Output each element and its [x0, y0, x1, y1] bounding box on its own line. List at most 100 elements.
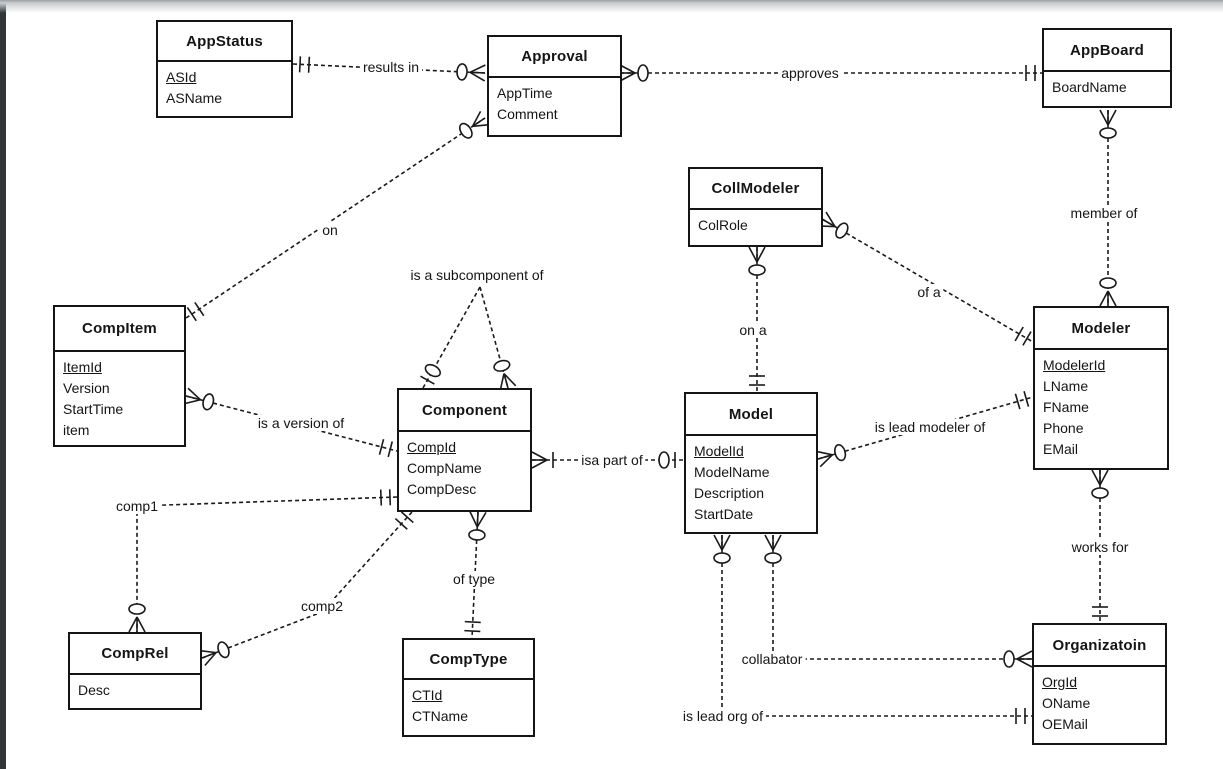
- cardinality-mark: [764, 534, 774, 551]
- connection-is-lead-org-of: [713, 534, 1032, 724]
- cardinality-mark: [1099, 109, 1109, 126]
- entity-title-modeler: Modeler: [1035, 308, 1167, 350]
- entity-title-comptype: CompType: [404, 640, 533, 680]
- relationship-line: [479, 286, 509, 389]
- cardinality-mark: [469, 71, 486, 82]
- cardinality-mark: [531, 451, 548, 461]
- entity-attributes-comprel: Desc: [70, 675, 200, 701]
- entity-attribute: CTName: [412, 708, 469, 724]
- optionality-circle-icon: [835, 222, 849, 239]
- entity-attribute: StartDate: [694, 506, 754, 522]
- connection-subcomponent-right: [479, 286, 517, 391]
- cardinality-mark: [298, 56, 302, 73]
- cardinality-mark: [1107, 109, 1117, 126]
- cardinality-mark: [378, 439, 385, 455]
- relationship-label-collabator: collabator: [738, 651, 806, 667]
- cardinality-mark: [1099, 290, 1109, 307]
- entity-attribute: ModelId: [694, 443, 744, 459]
- cardinality-mark: [503, 372, 517, 387]
- cardinality-mark: [772, 534, 782, 551]
- cardinality-mark: [469, 64, 486, 74]
- connection-works-for: [1091, 469, 1109, 623]
- optionality-circle-icon: [637, 64, 649, 82]
- connection-subcomponent-left: [420, 286, 481, 389]
- optionality-circle-icon: [217, 641, 230, 659]
- entity-attribute: item: [63, 422, 90, 438]
- entity-title-model: Model: [686, 394, 816, 436]
- connection-isa-part-of: [531, 451, 684, 469]
- relationship-line: [772, 535, 1032, 660]
- cardinality-mark: [815, 450, 833, 456]
- cardinality-mark: [387, 441, 394, 458]
- optionality-circle-icon: [424, 363, 442, 378]
- relationship-label-is-lead-org-of: is lead org of: [679, 708, 767, 724]
- connection-on: [185, 110, 490, 322]
- relationship-label-of-a: of a: [914, 284, 944, 300]
- entity-title-compitem: CompItem: [55, 307, 184, 352]
- entity-title-collmodeler: CollModeler: [690, 169, 821, 210]
- cardinality-mark: [1107, 290, 1117, 307]
- entity-attribute: OrgId: [1042, 674, 1078, 690]
- entity-attribute: CompId: [407, 439, 457, 455]
- entity-attribute: ModelName: [694, 464, 770, 480]
- relationship-label-isa-part-of: isa part of: [578, 452, 646, 468]
- cardinality-mark: [464, 629, 481, 633]
- entity-attributes-appboard: BoardName: [1044, 72, 1170, 98]
- optionality-circle-icon: [128, 603, 146, 615]
- cardinality-mark: [756, 246, 766, 263]
- cardinality-mark: [469, 71, 486, 74]
- cardinality-mark: [186, 307, 197, 322]
- cardinality-mark: [825, 211, 836, 227]
- cardinality-mark: [1022, 331, 1032, 346]
- cardinality-mark: [472, 123, 490, 128]
- entity-attribute: BoardName: [1052, 79, 1127, 95]
- optionality-circle-icon: [658, 451, 670, 469]
- cardinality-mark: [194, 302, 205, 317]
- cardinality-mark: [187, 387, 202, 401]
- optionality-circle-icon: [764, 552, 782, 564]
- entity-attribute: OName: [1042, 695, 1091, 711]
- relationship-line: [422, 286, 481, 389]
- optionality-circle-icon: [456, 63, 468, 81]
- entity-attribute: OEMail: [1042, 716, 1088, 732]
- optionality-circle-icon: [458, 122, 473, 139]
- optionality-circle-icon: [468, 529, 486, 541]
- entity-attribute: Comment: [497, 106, 558, 122]
- window-left-edge: [0, 0, 6, 769]
- connection-results-in: [292, 56, 486, 82]
- relationship-line: [821, 218, 1034, 343]
- relationship-label-results-in: results in: [359, 59, 423, 75]
- cardinality-mark: [821, 218, 836, 228]
- entity-attribute: AppTime: [497, 85, 553, 101]
- connection-of-a: [817, 211, 1034, 346]
- cardinality-mark: [469, 511, 479, 528]
- entity-title-appboard: AppBoard: [1044, 30, 1170, 72]
- entity-attribute: Phone: [1043, 420, 1084, 436]
- relationship-label-member-of: member of: [1067, 205, 1141, 221]
- entity-attribute: CompDesc: [407, 481, 477, 497]
- optionality-circle-icon: [748, 264, 766, 276]
- relationship-label-works-for: works for: [1068, 539, 1132, 555]
- entity-title-organizatoin: Organizatoin: [1034, 625, 1165, 667]
- connection-is-lead-modeler-of: [815, 391, 1034, 468]
- relationship-line: [185, 395, 398, 452]
- optionality-circle-icon: [1099, 277, 1117, 289]
